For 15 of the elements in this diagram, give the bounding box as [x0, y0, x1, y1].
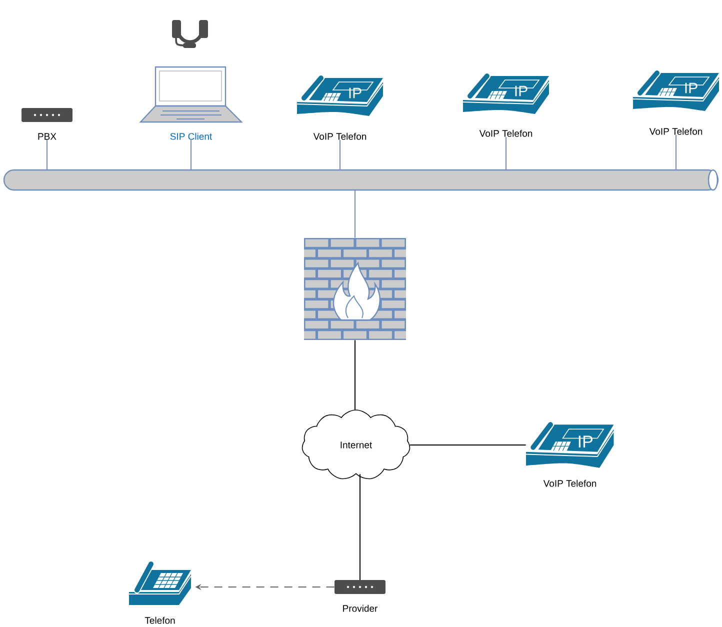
device-label: SIP Client [170, 132, 212, 140]
device-label: Telefon [144, 616, 175, 624]
network-bus [3, 169, 719, 191]
connector-line [46, 139, 48, 170]
connector-line [354, 190, 356, 238]
firewall-drawing [304, 238, 406, 340]
device-label: VoIP Telefon [479, 130, 532, 137]
device-label: Provider [343, 604, 378, 612]
connector-line [354, 340, 356, 410]
connector-line [190, 140, 192, 170]
device-label: PBX [38, 133, 56, 140]
device-label: VoIP Telefon [649, 128, 702, 135]
device-label: VoIP Telefon [313, 132, 366, 140]
device-label: VoIP Telefon [543, 480, 596, 487]
connector-line [409, 444, 526, 446]
